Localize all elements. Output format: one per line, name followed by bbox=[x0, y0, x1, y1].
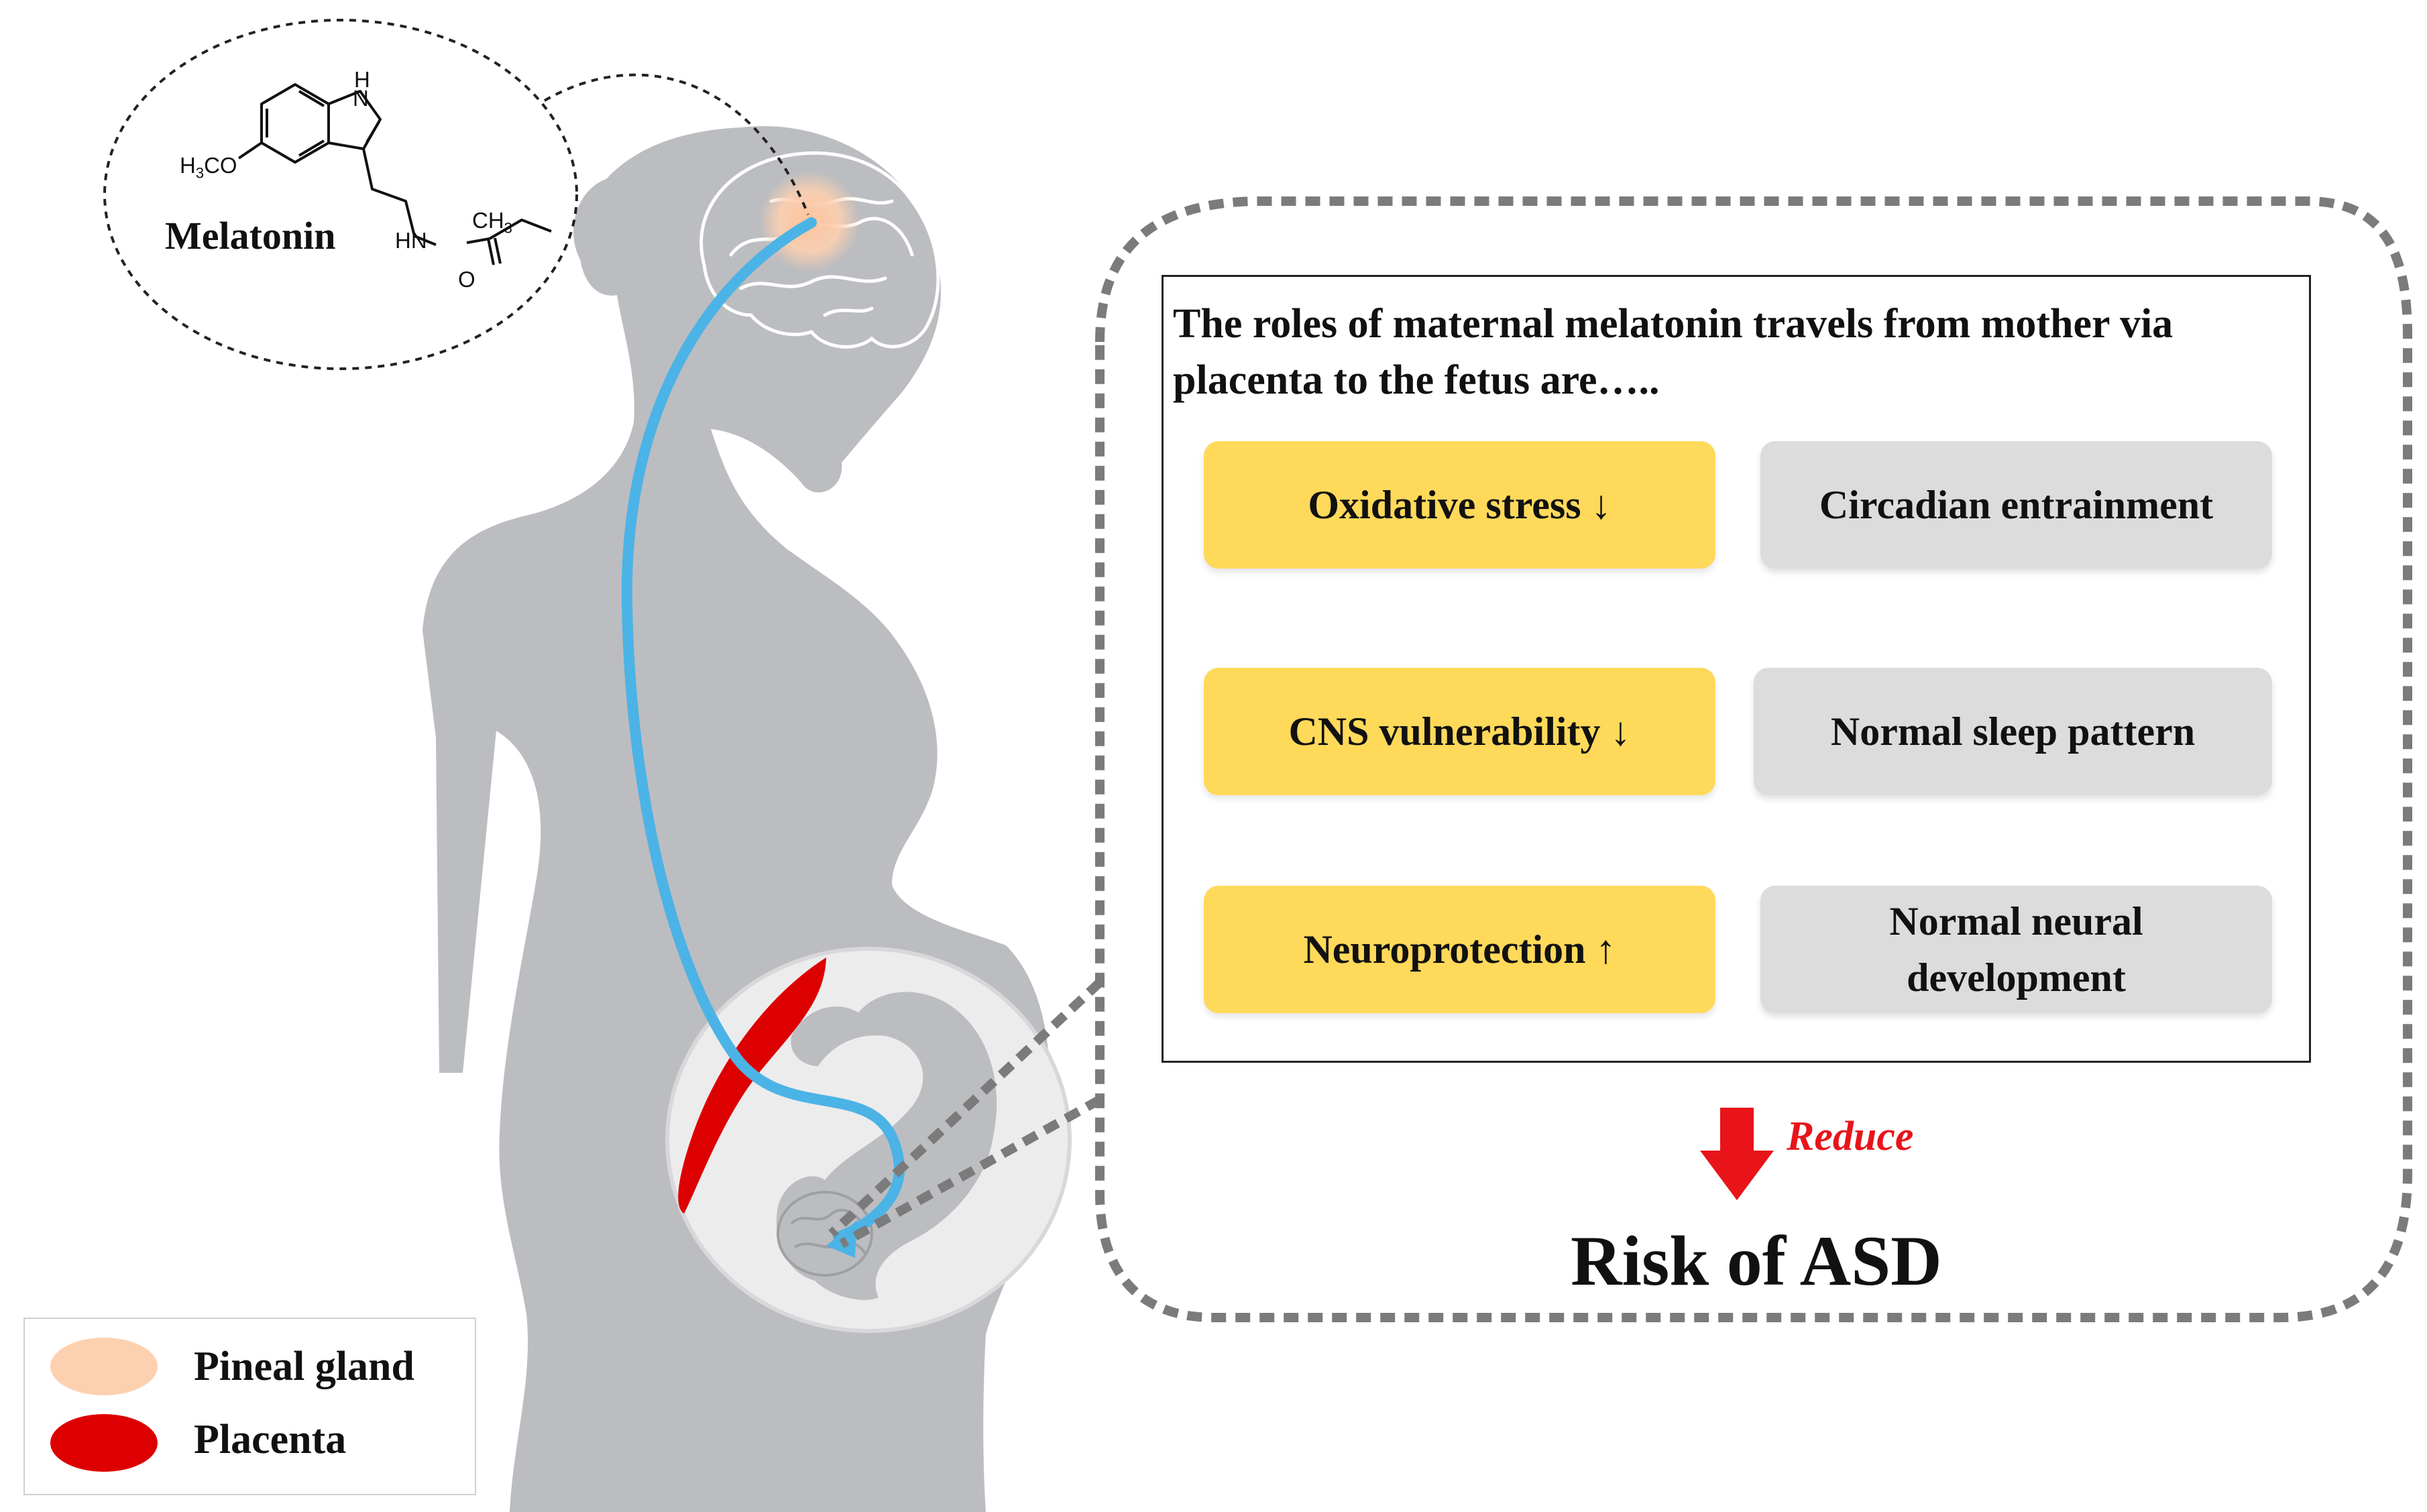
reduce-arrow-icon bbox=[1700, 1108, 1774, 1200]
amide-nh-label: HN bbox=[395, 228, 427, 253]
legend-swatch-pineal-gland bbox=[50, 1338, 158, 1395]
legend: Pineal gland Placenta bbox=[23, 1318, 476, 1495]
effect-box-cns-vulnerability: CNS vulnerability ↓ bbox=[1204, 668, 1715, 795]
mechanism-box-normal-sleep-pattern: Normal sleep pattern bbox=[1754, 668, 2272, 795]
atom-h-label: H bbox=[354, 67, 370, 92]
legend-label-placenta: Placenta bbox=[194, 1417, 347, 1462]
risk-of-asd-label: Risk of ASD bbox=[1571, 1222, 1942, 1300]
callout-pointer-lines bbox=[828, 978, 1103, 1248]
atom-n-label: N bbox=[353, 86, 369, 111]
placenta-shape bbox=[678, 957, 826, 1214]
methyl-label: CH3 bbox=[472, 208, 512, 237]
melatonin-label: Melatonin bbox=[165, 214, 336, 257]
legend-label-pineal-gland: Pineal gland bbox=[194, 1344, 415, 1389]
carbonyl-oxygen-label: O bbox=[458, 267, 475, 292]
reduce-label: Reduce bbox=[1787, 1114, 1914, 1159]
effect-box-oxidative-stress: Oxidative stress ↓ bbox=[1204, 441, 1715, 569]
womb bbox=[665, 947, 1072, 1333]
callout-border bbox=[1095, 196, 2412, 1322]
panel-heading: The roles of maternal melatonin travels … bbox=[1173, 301, 2174, 403]
zoom-bubble-molecule bbox=[103, 19, 809, 370]
mechanism-box-circadian-entrainment: Circadian entrainment bbox=[1760, 441, 2272, 569]
melatonin-structure bbox=[237, 83, 552, 266]
info-panel: The roles of maternal melatonin travels … bbox=[1162, 275, 2311, 1063]
fetus-silhouette bbox=[776, 992, 997, 1300]
effect-box-neuroprotection: Neuroprotection ↑ bbox=[1204, 886, 1715, 1013]
methoxy-label: H3CO bbox=[180, 153, 237, 182]
mechanism-box-normal-neural-development: Normal neural development bbox=[1760, 886, 2272, 1013]
legend-swatch-placenta bbox=[50, 1414, 158, 1472]
